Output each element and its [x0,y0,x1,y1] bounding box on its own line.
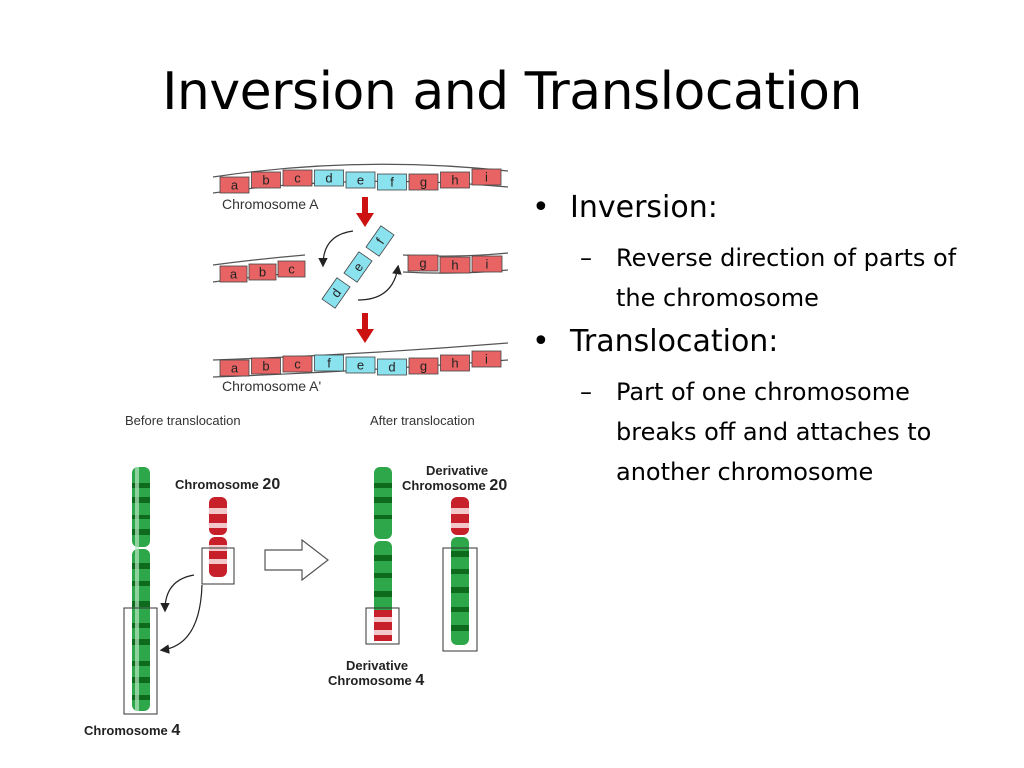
svg-text:h: h [451,173,458,188]
chromosome-20-label: Chromosome 20 [175,476,280,493]
gene-segment-f: f [377,173,407,191]
derivative-chromosome-20 [442,497,478,652]
gene-segment-g: g [408,173,439,191]
gene-segment-d: d [321,277,351,309]
bullet-inversion: •Inversion: [532,190,718,225]
svg-text:f: f [390,175,394,190]
svg-text:b: b [259,265,266,280]
gene-segment-h: h [439,256,471,274]
bullet-translocation: •Translocation: [532,324,779,359]
exchange-arrow-icon [160,574,195,613]
gene-segment-b: b [251,357,281,375]
chromosome-4-label: Chromosome 4 [84,722,180,739]
svg-text:e: e [357,173,364,188]
gene-segment-c: c [282,169,313,187]
svg-text:f: f [327,356,331,371]
sub-bullet-translocation: –Part of one chromosome breaks off and a… [580,378,932,486]
rotation-arrow-icon [318,230,354,268]
svg-text:i: i [486,257,489,272]
chromosome-a-prime-label: Chromosome A' [222,378,321,394]
derivative-20-line1: Derivative [426,463,488,478]
down-arrow-icon [356,313,374,343]
gene-segment-f: f [365,225,395,257]
svg-text:g: g [419,256,426,271]
gene-segment-i: i [471,168,502,186]
rotation-arrow-icon [357,264,402,301]
gene-segment-f: f [314,354,344,372]
gene-segment-b: b [251,171,281,189]
translocation-diagram: Before translocation After translocation… [84,413,507,739]
gene-segment-a: a [219,265,248,283]
svg-text:d: d [388,360,395,375]
slide-title: Inversion and Translocation [162,62,862,122]
after-translocation-label: After translocation [370,413,475,428]
sub-bullet-inversion: –Reverse direction of parts of the chrom… [580,244,957,312]
gene-segment-h: h [440,354,470,372]
gene-segment-e: e [343,251,373,283]
derivative-4-line1: Derivative [346,658,408,673]
svg-text:e: e [357,358,364,373]
broken-chromosome-row: a b c g h i def [212,225,509,309]
svg-text:a: a [230,267,238,282]
gene-segment-a: a [219,359,250,377]
svg-text:d: d [325,171,332,186]
chromosome-a-row: a b c d e f g h i [212,163,509,194]
svg-text:g: g [420,359,427,374]
svg-text:h: h [451,356,458,371]
svg-text:c: c [294,171,301,186]
derivative-20-label: Chromosome 20 [402,477,507,494]
svg-text:b: b [262,173,269,188]
derivative-4-label: Chromosome 4 [328,672,424,689]
gene-segment-g: g [407,254,439,272]
svg-text:i: i [485,170,488,185]
svg-text:a: a [231,361,239,376]
gene-segment-i: i [471,255,503,273]
svg-text:g: g [420,175,427,190]
gene-segment-a: a [219,176,250,194]
gene-segment-h: h [440,171,470,189]
gene-segment-d: d [377,358,407,376]
svg-text:b: b [262,359,269,374]
gene-segment-e: e [345,356,376,374]
chromosome-a-label: Chromosome A [222,196,319,212]
gene-segment-g: g [408,357,439,375]
exchange-arrow-icon [159,584,203,654]
svg-text:i: i [485,352,488,367]
svg-text:c: c [288,262,295,277]
svg-text:h: h [451,258,458,273]
down-arrow-icon [356,197,374,227]
before-translocation-label: Before translocation [125,413,241,428]
right-arrow-icon [264,538,329,582]
gene-segment-e: e [345,171,376,189]
chromosome-4 [123,467,158,715]
svg-text:a: a [231,178,239,193]
gene-segment-c: c [277,260,306,278]
gene-segment-i: i [471,350,502,368]
gene-segment-d: d [314,169,344,187]
gene-segment-c: c [282,355,313,373]
bullet-list: •Inversion: –Reverse direction of parts … [530,190,1000,498]
gene-segment-b: b [248,263,277,281]
svg-text:f: f [373,235,388,247]
chromosome-20 [201,497,235,585]
svg-text:c: c [294,357,301,372]
derivative-chromosome-4 [365,467,400,645]
